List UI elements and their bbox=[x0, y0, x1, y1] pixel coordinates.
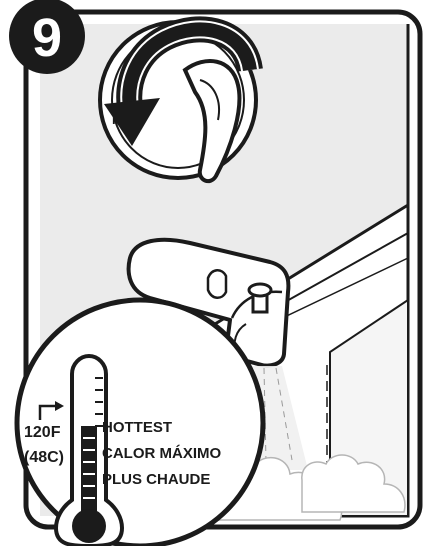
label-spanish: CALOR MÁXIMO bbox=[102, 445, 221, 462]
label-french: PLUS CHAUDE bbox=[102, 471, 210, 488]
temperature-fahrenheit: 120F bbox=[24, 424, 61, 441]
label-english: HOTTEST bbox=[102, 419, 172, 436]
step-badge: 9 bbox=[9, 0, 85, 74]
step-number: 9 bbox=[32, 8, 62, 68]
temperature-celsius: (48C) bbox=[24, 449, 64, 466]
